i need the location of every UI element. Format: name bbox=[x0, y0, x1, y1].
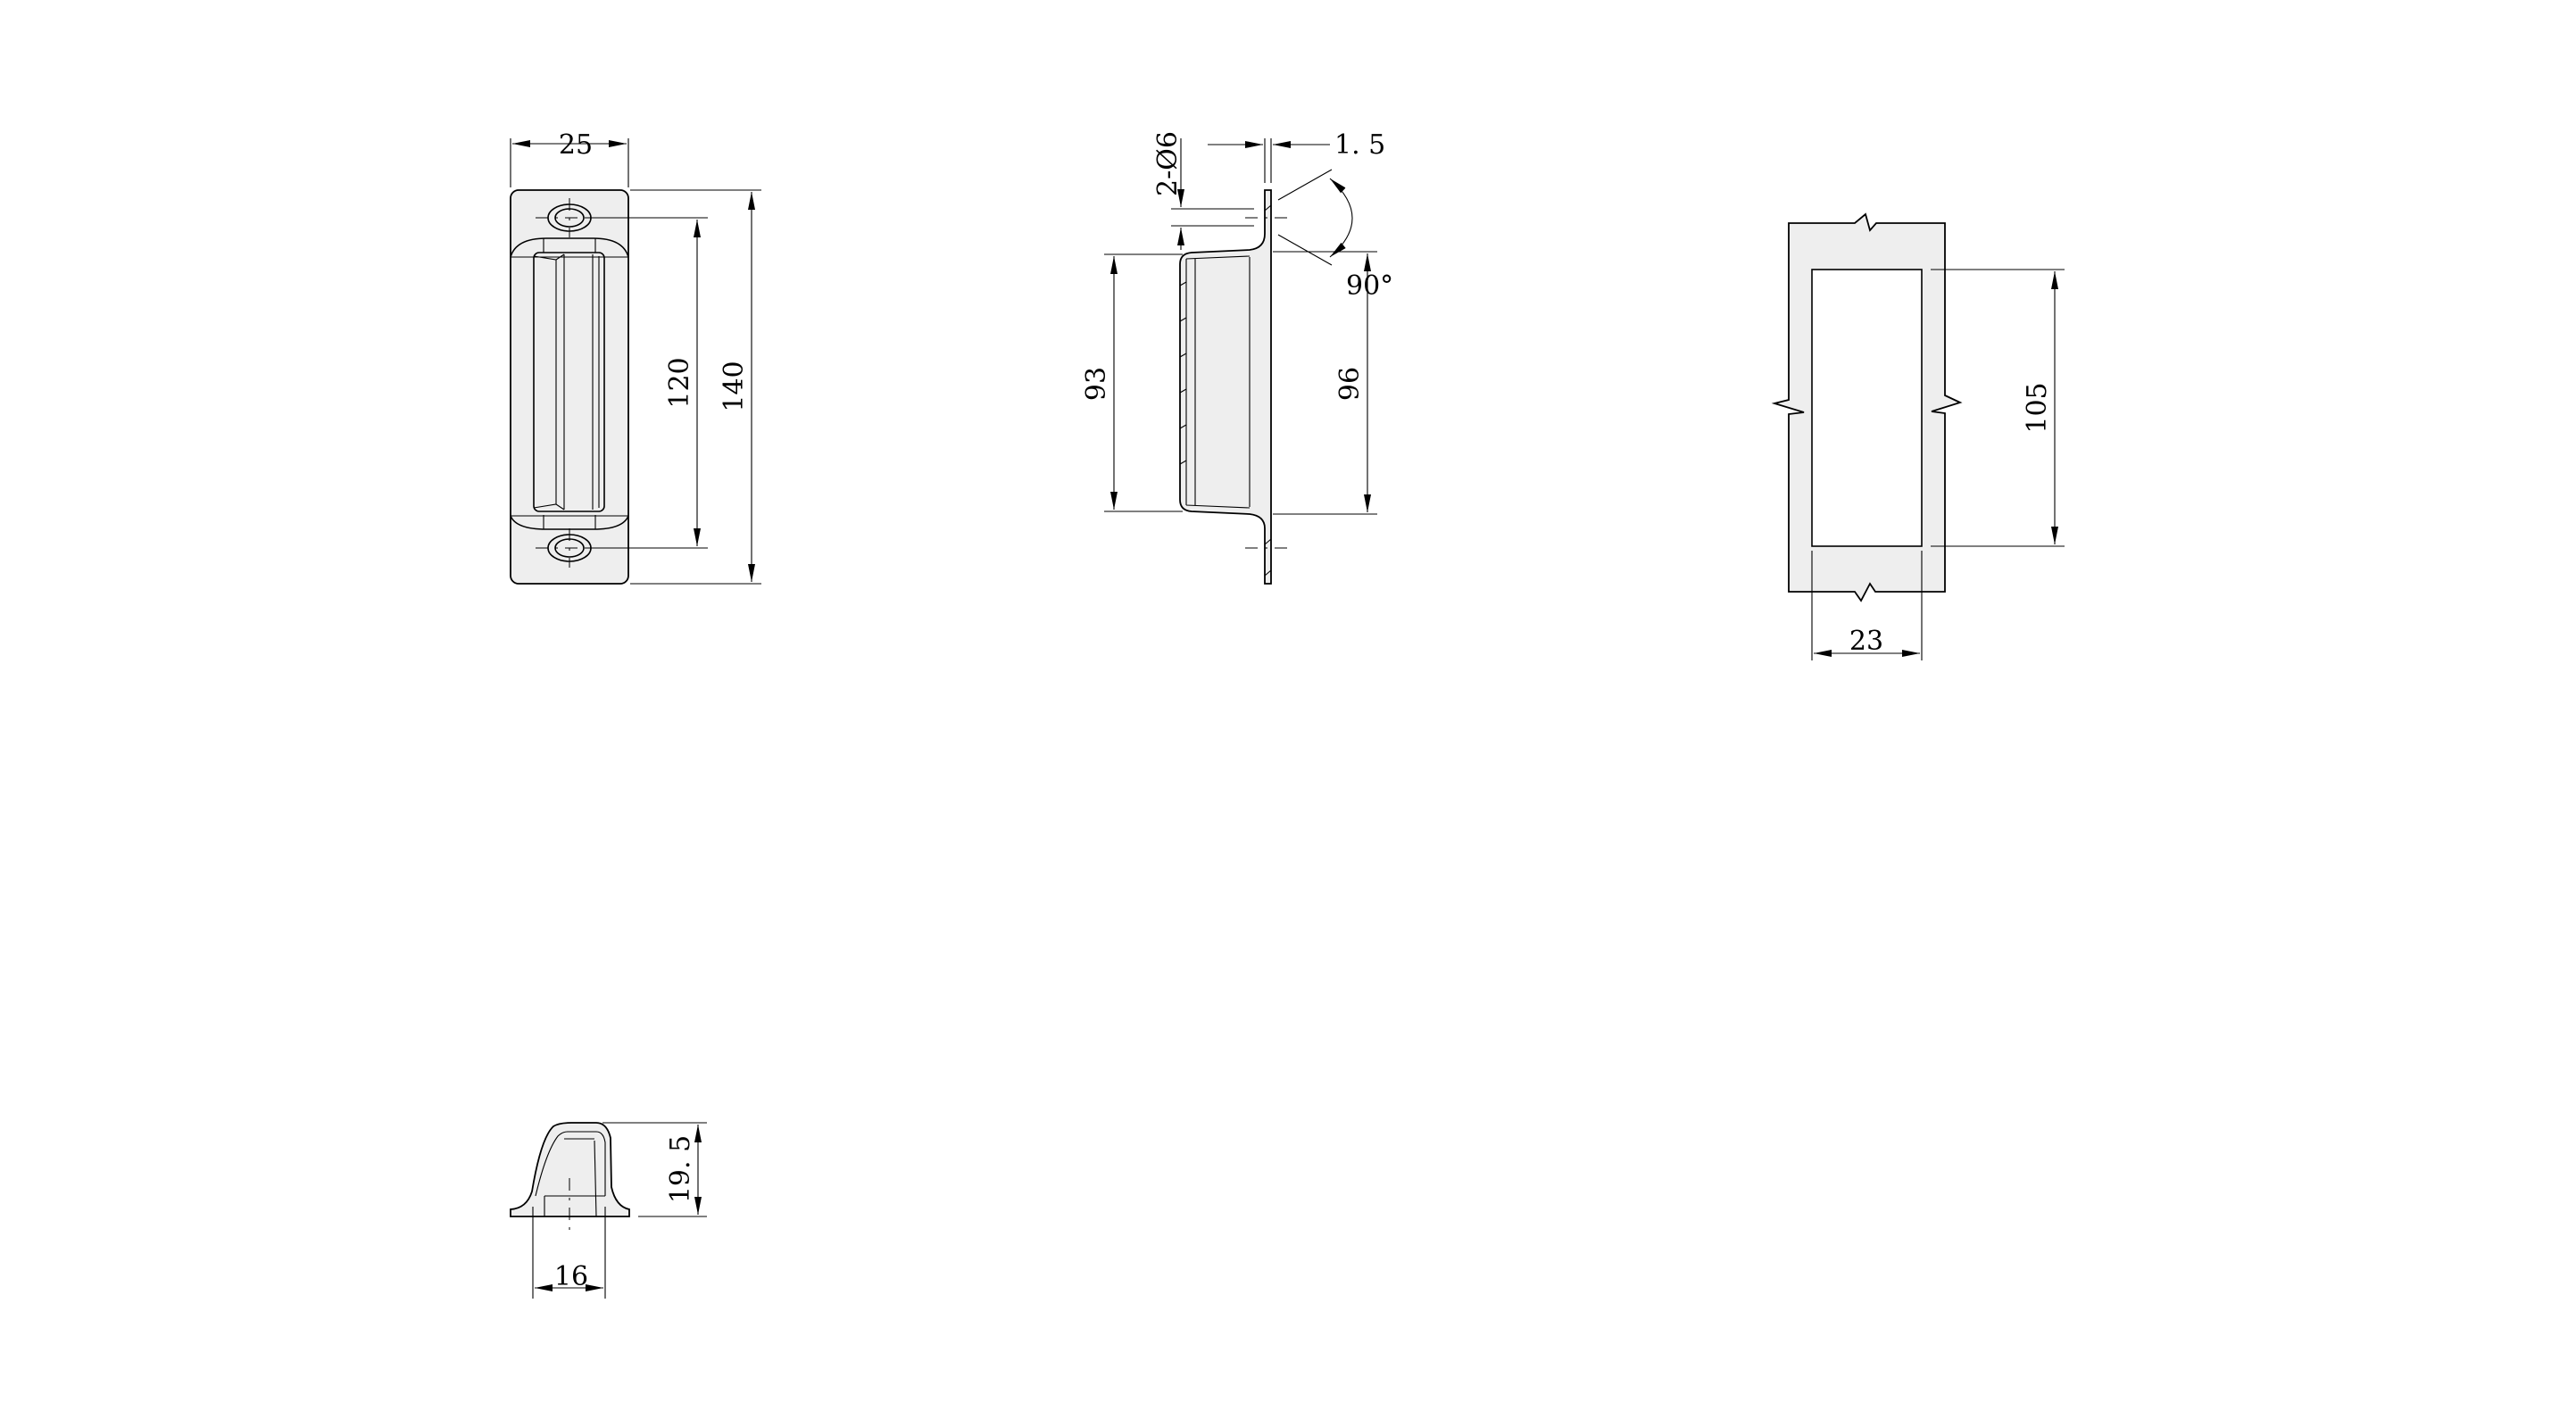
end-view: 19. 5 16 bbox=[510, 1122, 707, 1299]
plate-outline bbox=[510, 189, 629, 585]
hole-pitch-dimension: 120 bbox=[664, 357, 695, 408]
cutout-opening bbox=[1811, 269, 1923, 547]
angle-dimension: 90° bbox=[1346, 270, 1393, 302]
thickness-dimension: 1. 5 bbox=[1334, 129, 1385, 161]
section-outline bbox=[1179, 189, 1272, 585]
inner-length-dimension: 93 bbox=[1081, 367, 1112, 401]
width-dimension: 25 bbox=[559, 129, 593, 161]
depth-dimension: 19. 5 bbox=[665, 1135, 696, 1203]
cutout-height-dimension: 105 bbox=[2022, 382, 2053, 433]
side-view: 1. 5 2-Ø6 90° 93 96 bbox=[1081, 129, 1393, 585]
end-width-dimension: 16 bbox=[554, 1261, 588, 1292]
holes-dimension: 2-Ø6 bbox=[1152, 131, 1184, 196]
handle-recess bbox=[533, 252, 605, 512]
outer-length-dimension: 96 bbox=[1334, 367, 1366, 401]
profile-outline bbox=[510, 1122, 630, 1217]
length-dimension: 140 bbox=[719, 361, 750, 411]
cutout-width-dimension: 23 bbox=[1849, 626, 1883, 657]
panel-cutout-view: 105 23 bbox=[1771, 212, 2065, 660]
front-view: 25 120 140 bbox=[510, 129, 761, 585]
top-boss bbox=[510, 237, 629, 258]
